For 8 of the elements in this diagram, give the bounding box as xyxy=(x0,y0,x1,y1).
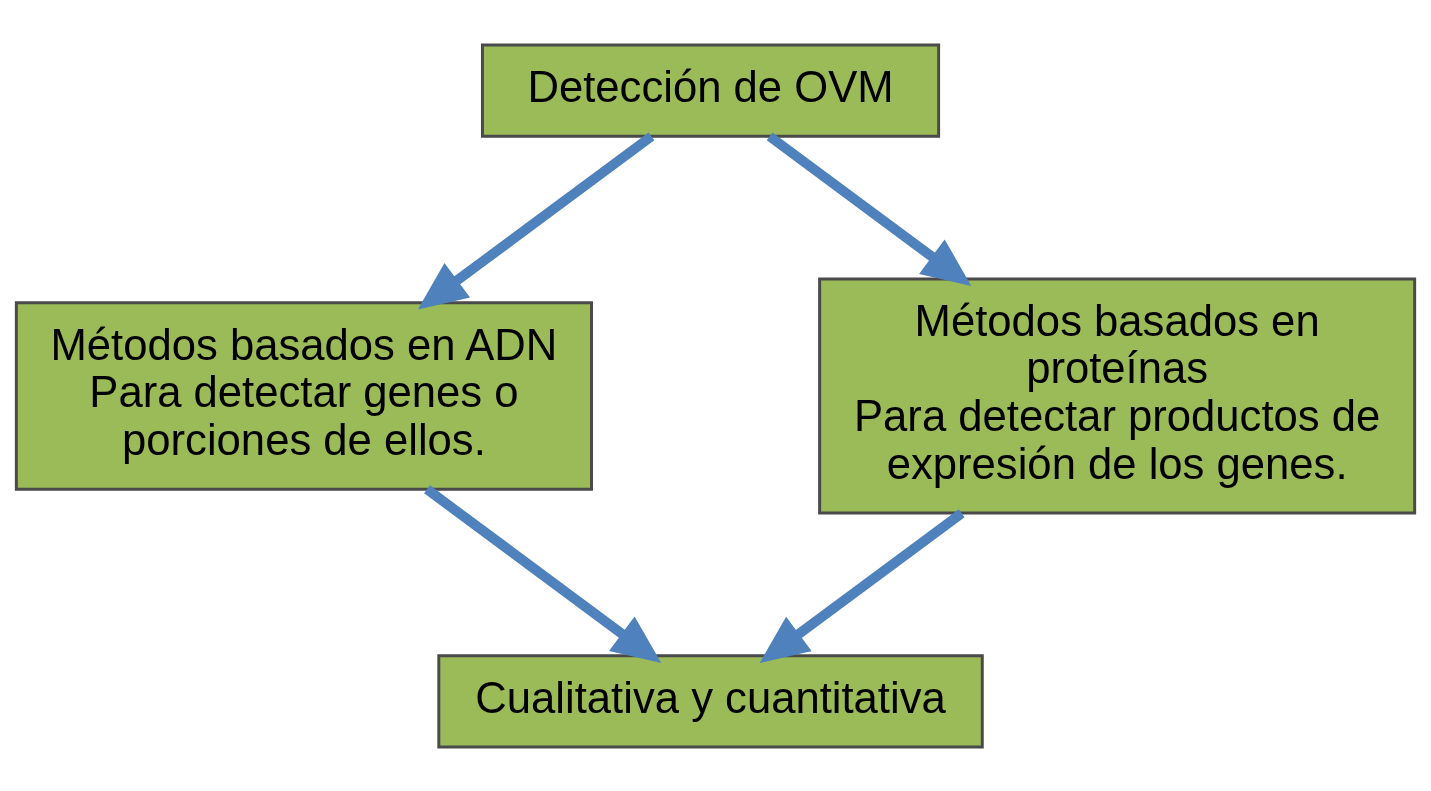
arrow xyxy=(759,508,965,663)
node-box: Métodos basados en ADN Para detectar genes o porciones de ellos. xyxy=(14,300,594,491)
node-box: Métodos basados en proteínas Para detectar productos de expresión de los genes. xyxy=(818,277,1417,514)
arrow xyxy=(424,484,662,663)
node-box: Detección de OVM xyxy=(480,42,941,138)
arrow xyxy=(766,131,972,286)
arrow xyxy=(417,131,655,310)
node-box: Cualitativa y cuantitativa xyxy=(437,653,984,749)
